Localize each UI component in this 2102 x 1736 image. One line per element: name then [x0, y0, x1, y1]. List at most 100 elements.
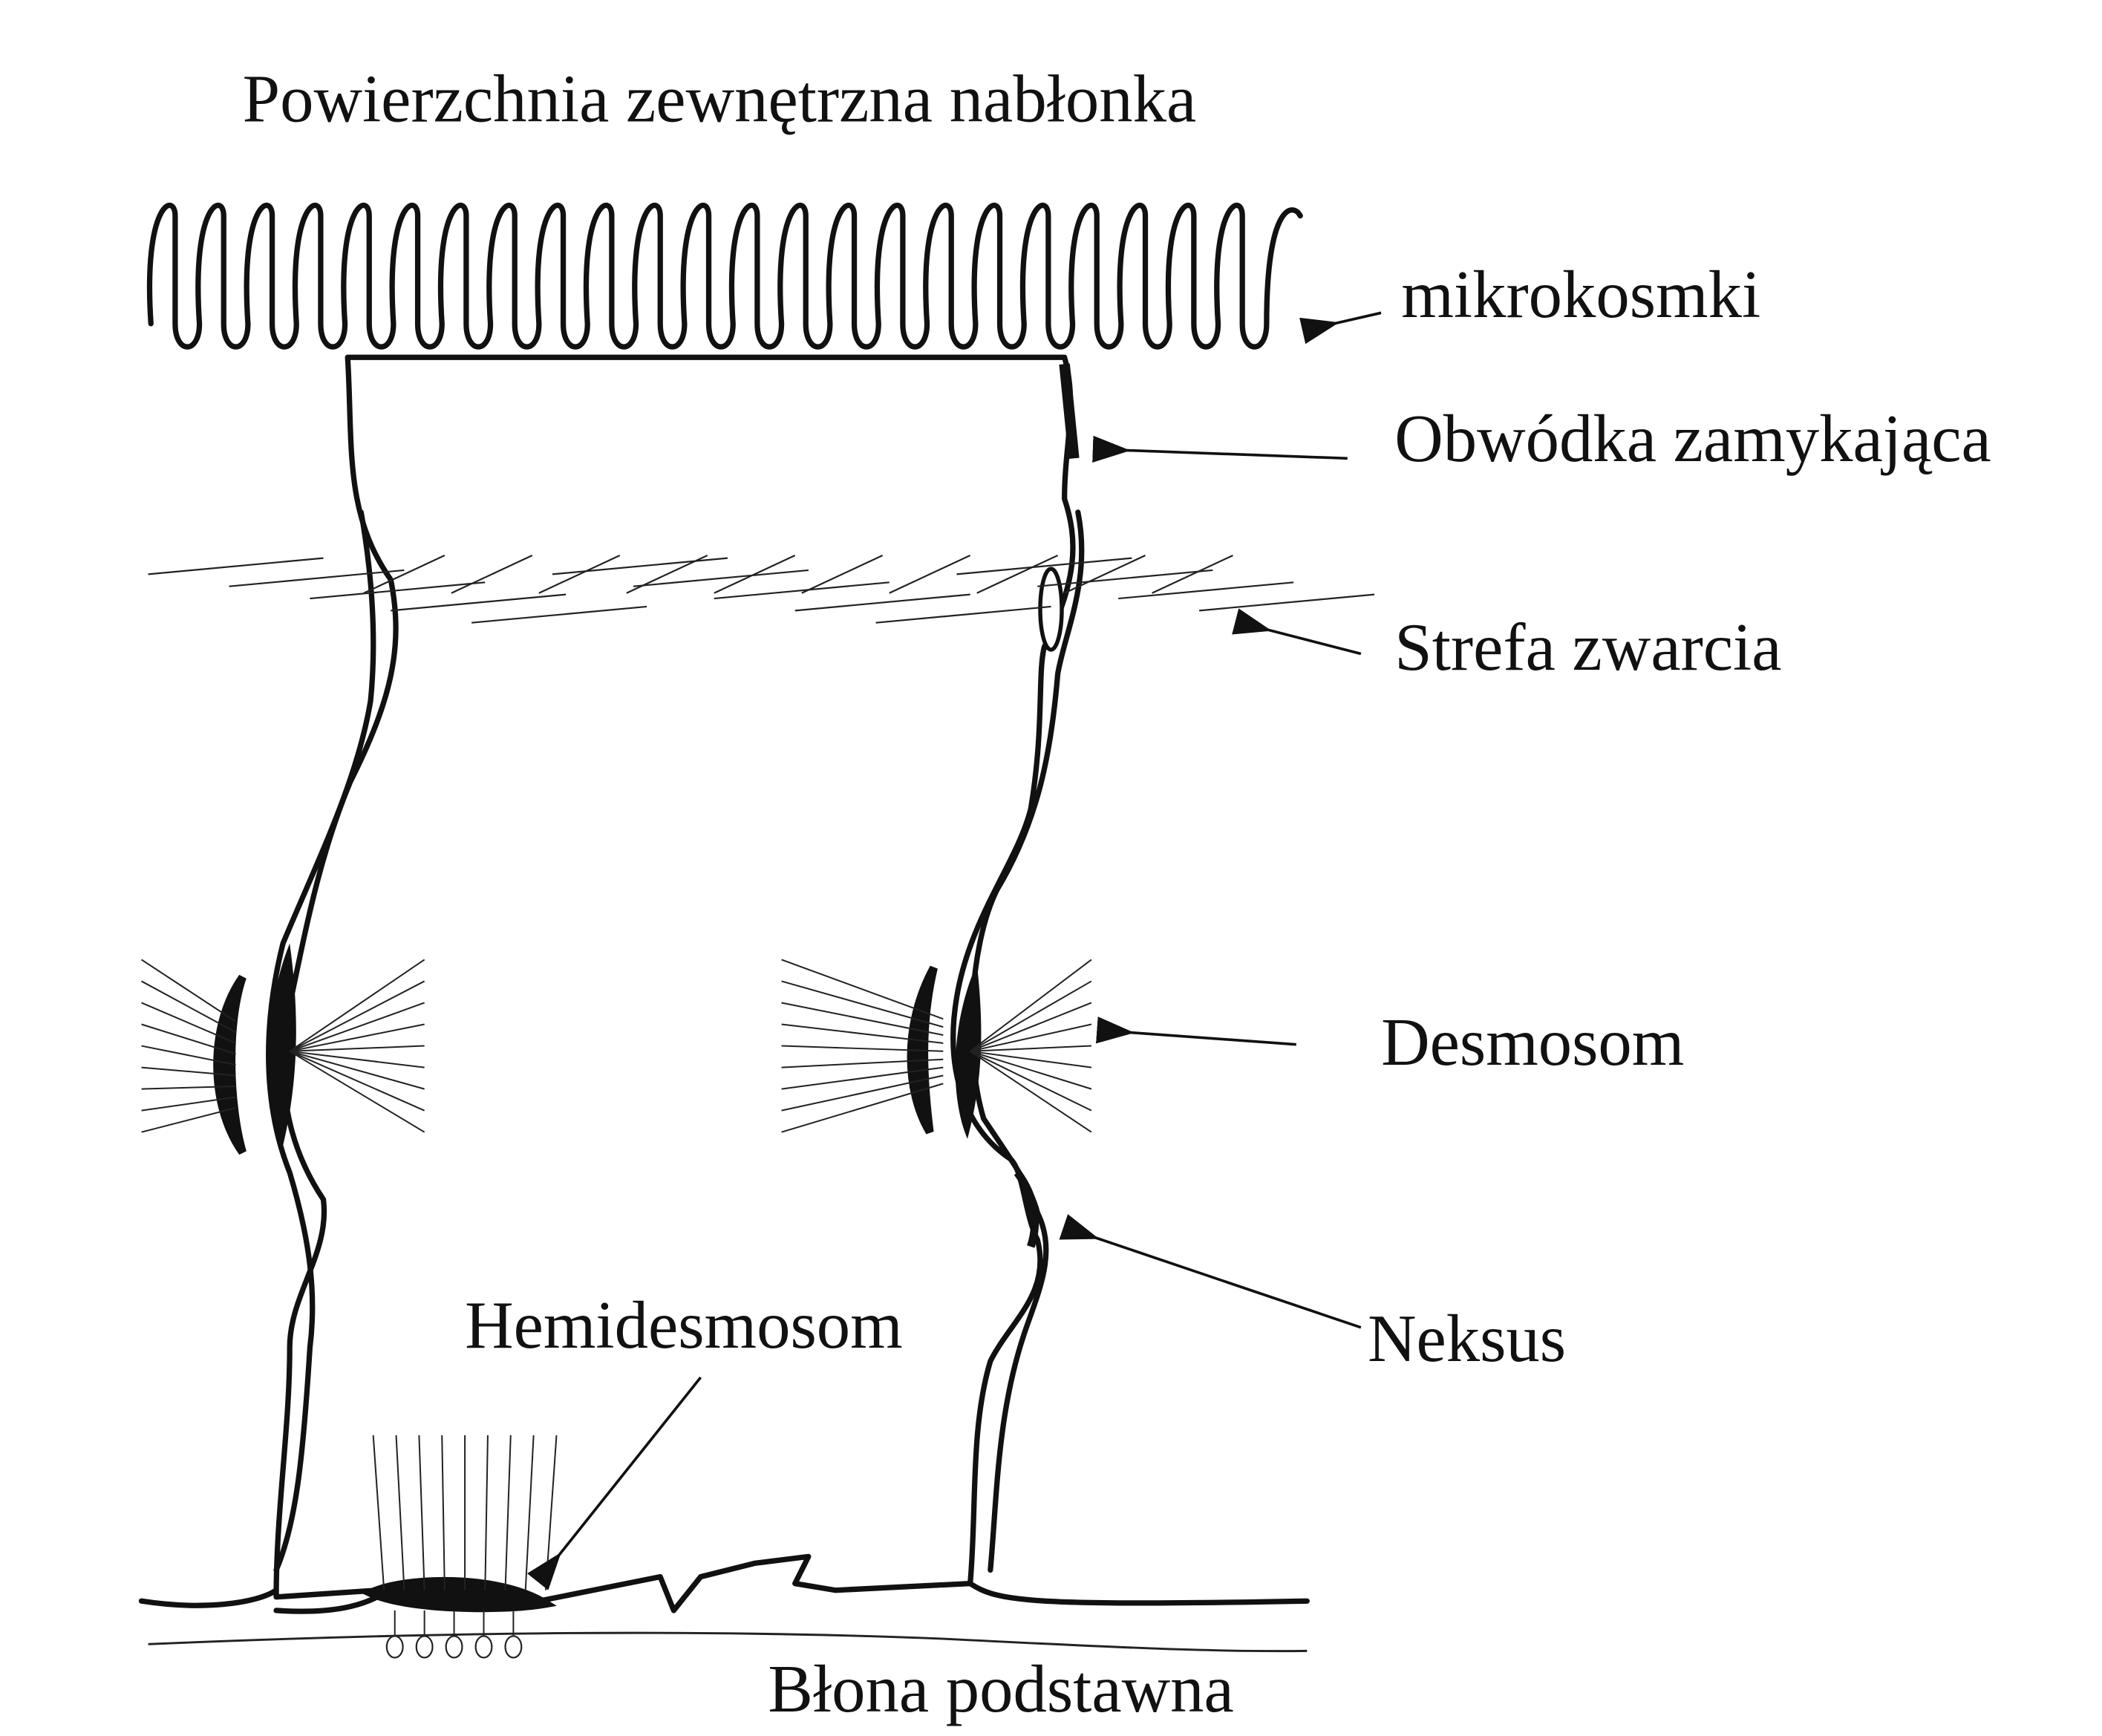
tight-junction-mark	[1059, 363, 1080, 460]
label-hemidesmosom: Hemidesmosom	[465, 1288, 903, 1363]
hemidesmosome-filament	[372, 1435, 385, 1590]
tonofilament	[290, 1050, 425, 1068]
label-desmosom: Desmosom	[1381, 1005, 1684, 1080]
arrow-obwodka	[1092, 435, 1348, 463]
tonofilament	[141, 1066, 236, 1077]
tonofilament	[970, 1002, 1092, 1052]
hemidesmosome-filament	[395, 1435, 405, 1590]
desmosome-left-plaque-outer	[213, 974, 247, 1155]
anchoring-fibril-end	[415, 1635, 434, 1659]
tonofilament	[141, 1002, 236, 1044]
adherens-filament	[451, 554, 533, 594]
anchoring-fibril-end	[385, 1635, 404, 1659]
tonofilament	[141, 1023, 236, 1055]
tonofilament	[289, 1050, 425, 1090]
tonofilament	[781, 1083, 944, 1133]
tonofilament	[289, 1023, 425, 1052]
adherens-filament	[1064, 554, 1146, 594]
tonofilament	[781, 1023, 944, 1044]
anchoring-fibril-end	[445, 1635, 463, 1659]
adherens-filament	[1037, 569, 1213, 587]
hemidesmosome-filament	[504, 1435, 512, 1590]
adherens-filament	[1199, 593, 1375, 612]
adherens-filament	[1118, 581, 1294, 600]
label-strefa-zwarcia: Strefa zwarcia	[1394, 610, 1781, 685]
epithelial-cell	[273, 354, 1076, 1613]
arrow-neksus	[1059, 1214, 1362, 1329]
neighbor-cell-membrane-left	[266, 509, 376, 1573]
basement-membrane	[148, 1631, 1308, 1653]
microvilli	[146, 202, 1303, 350]
label-neksus: Neksus	[1368, 1301, 1566, 1376]
tonofilament	[781, 1066, 944, 1090]
tonofilament	[289, 1050, 425, 1133]
tonofilament	[140, 959, 237, 1022]
adherens-filament	[794, 593, 970, 612]
hemidesmosome-filaments	[372, 1435, 558, 1659]
adherens-filament	[391, 593, 567, 612]
tonofilament	[141, 1107, 236, 1133]
adherens-filament	[714, 554, 796, 594]
tonofilament	[290, 1045, 425, 1052]
anchoring-fibril-end	[474, 1635, 493, 1659]
tonofilament	[781, 980, 944, 1028]
adherens-filament	[875, 605, 1051, 624]
adherens-filament	[538, 554, 621, 594]
basal-cell-border	[138, 1580, 1310, 1614]
tonofilament	[289, 959, 425, 1052]
adherens-filament	[889, 554, 971, 594]
adherens-junction	[1038, 567, 1064, 652]
anchoring-fibril-end	[504, 1635, 523, 1659]
adherens-filament	[229, 569, 405, 587]
tonofilament	[141, 980, 237, 1034]
tonofilament	[141, 1096, 236, 1112]
arrow-desmosom	[1096, 1017, 1296, 1046]
tonofilament	[781, 1074, 944, 1112]
arrow-strefa-zwarcia	[1232, 608, 1362, 656]
tonofilament	[781, 1045, 944, 1052]
hemidesmosome-filament	[544, 1435, 558, 1590]
adherens-filament	[1152, 554, 1233, 594]
arrow-mikrokosmki	[1299, 311, 1382, 345]
adherens-filament	[714, 581, 890, 600]
tonofilament	[289, 1050, 425, 1112]
adherens-filament	[633, 569, 809, 587]
tonofilaments	[140, 959, 1092, 1133]
tonofilament	[970, 1045, 1091, 1052]
tonofilament	[781, 959, 944, 1020]
tonofilament	[970, 980, 1092, 1052]
adherens-filament	[471, 605, 647, 624]
nexus-junction	[1014, 1169, 1039, 1248]
tonofilament	[970, 1023, 1092, 1052]
adherens-filaments	[148, 554, 1375, 624]
adherens-filament	[801, 554, 884, 594]
hemidesmosome-filament	[418, 1435, 425, 1590]
adherens-filament	[552, 557, 728, 575]
tonofilament	[970, 1050, 1092, 1068]
hemidesmosome-plaque	[361, 1576, 557, 1613]
desmosome-right-plaque-inner	[955, 963, 982, 1139]
tonofilament	[289, 1002, 425, 1052]
tonofilament	[970, 1050, 1092, 1133]
arrow-hemidesmosom	[526, 1376, 702, 1590]
hemidesmosome-filament	[484, 1435, 489, 1590]
tonofilament	[289, 980, 425, 1052]
adherens-filament	[626, 554, 708, 594]
tonofilament	[970, 1050, 1092, 1090]
adherens-filament	[956, 557, 1132, 575]
adherens-filament	[976, 554, 1059, 594]
tonofilament	[781, 1002, 944, 1037]
label-blona-podstawna: Błona podstawna	[768, 1651, 1233, 1726]
tonofilament	[141, 1045, 236, 1066]
tonofilament	[970, 1050, 1092, 1112]
adherens-filament	[148, 557, 324, 575]
adherens-filament	[363, 554, 445, 594]
hemidesmosome-filament	[441, 1435, 445, 1590]
adherens-filament	[310, 581, 486, 600]
tonofilament	[781, 1058, 944, 1068]
diagram-title: Powierzchnia zewnętrzna nabłonka	[243, 62, 1197, 137]
desmosome-left-plaque-inner	[268, 943, 296, 1146]
label-obwodka-zamykajaca: Obwódka zamykająca	[1394, 401, 1991, 476]
